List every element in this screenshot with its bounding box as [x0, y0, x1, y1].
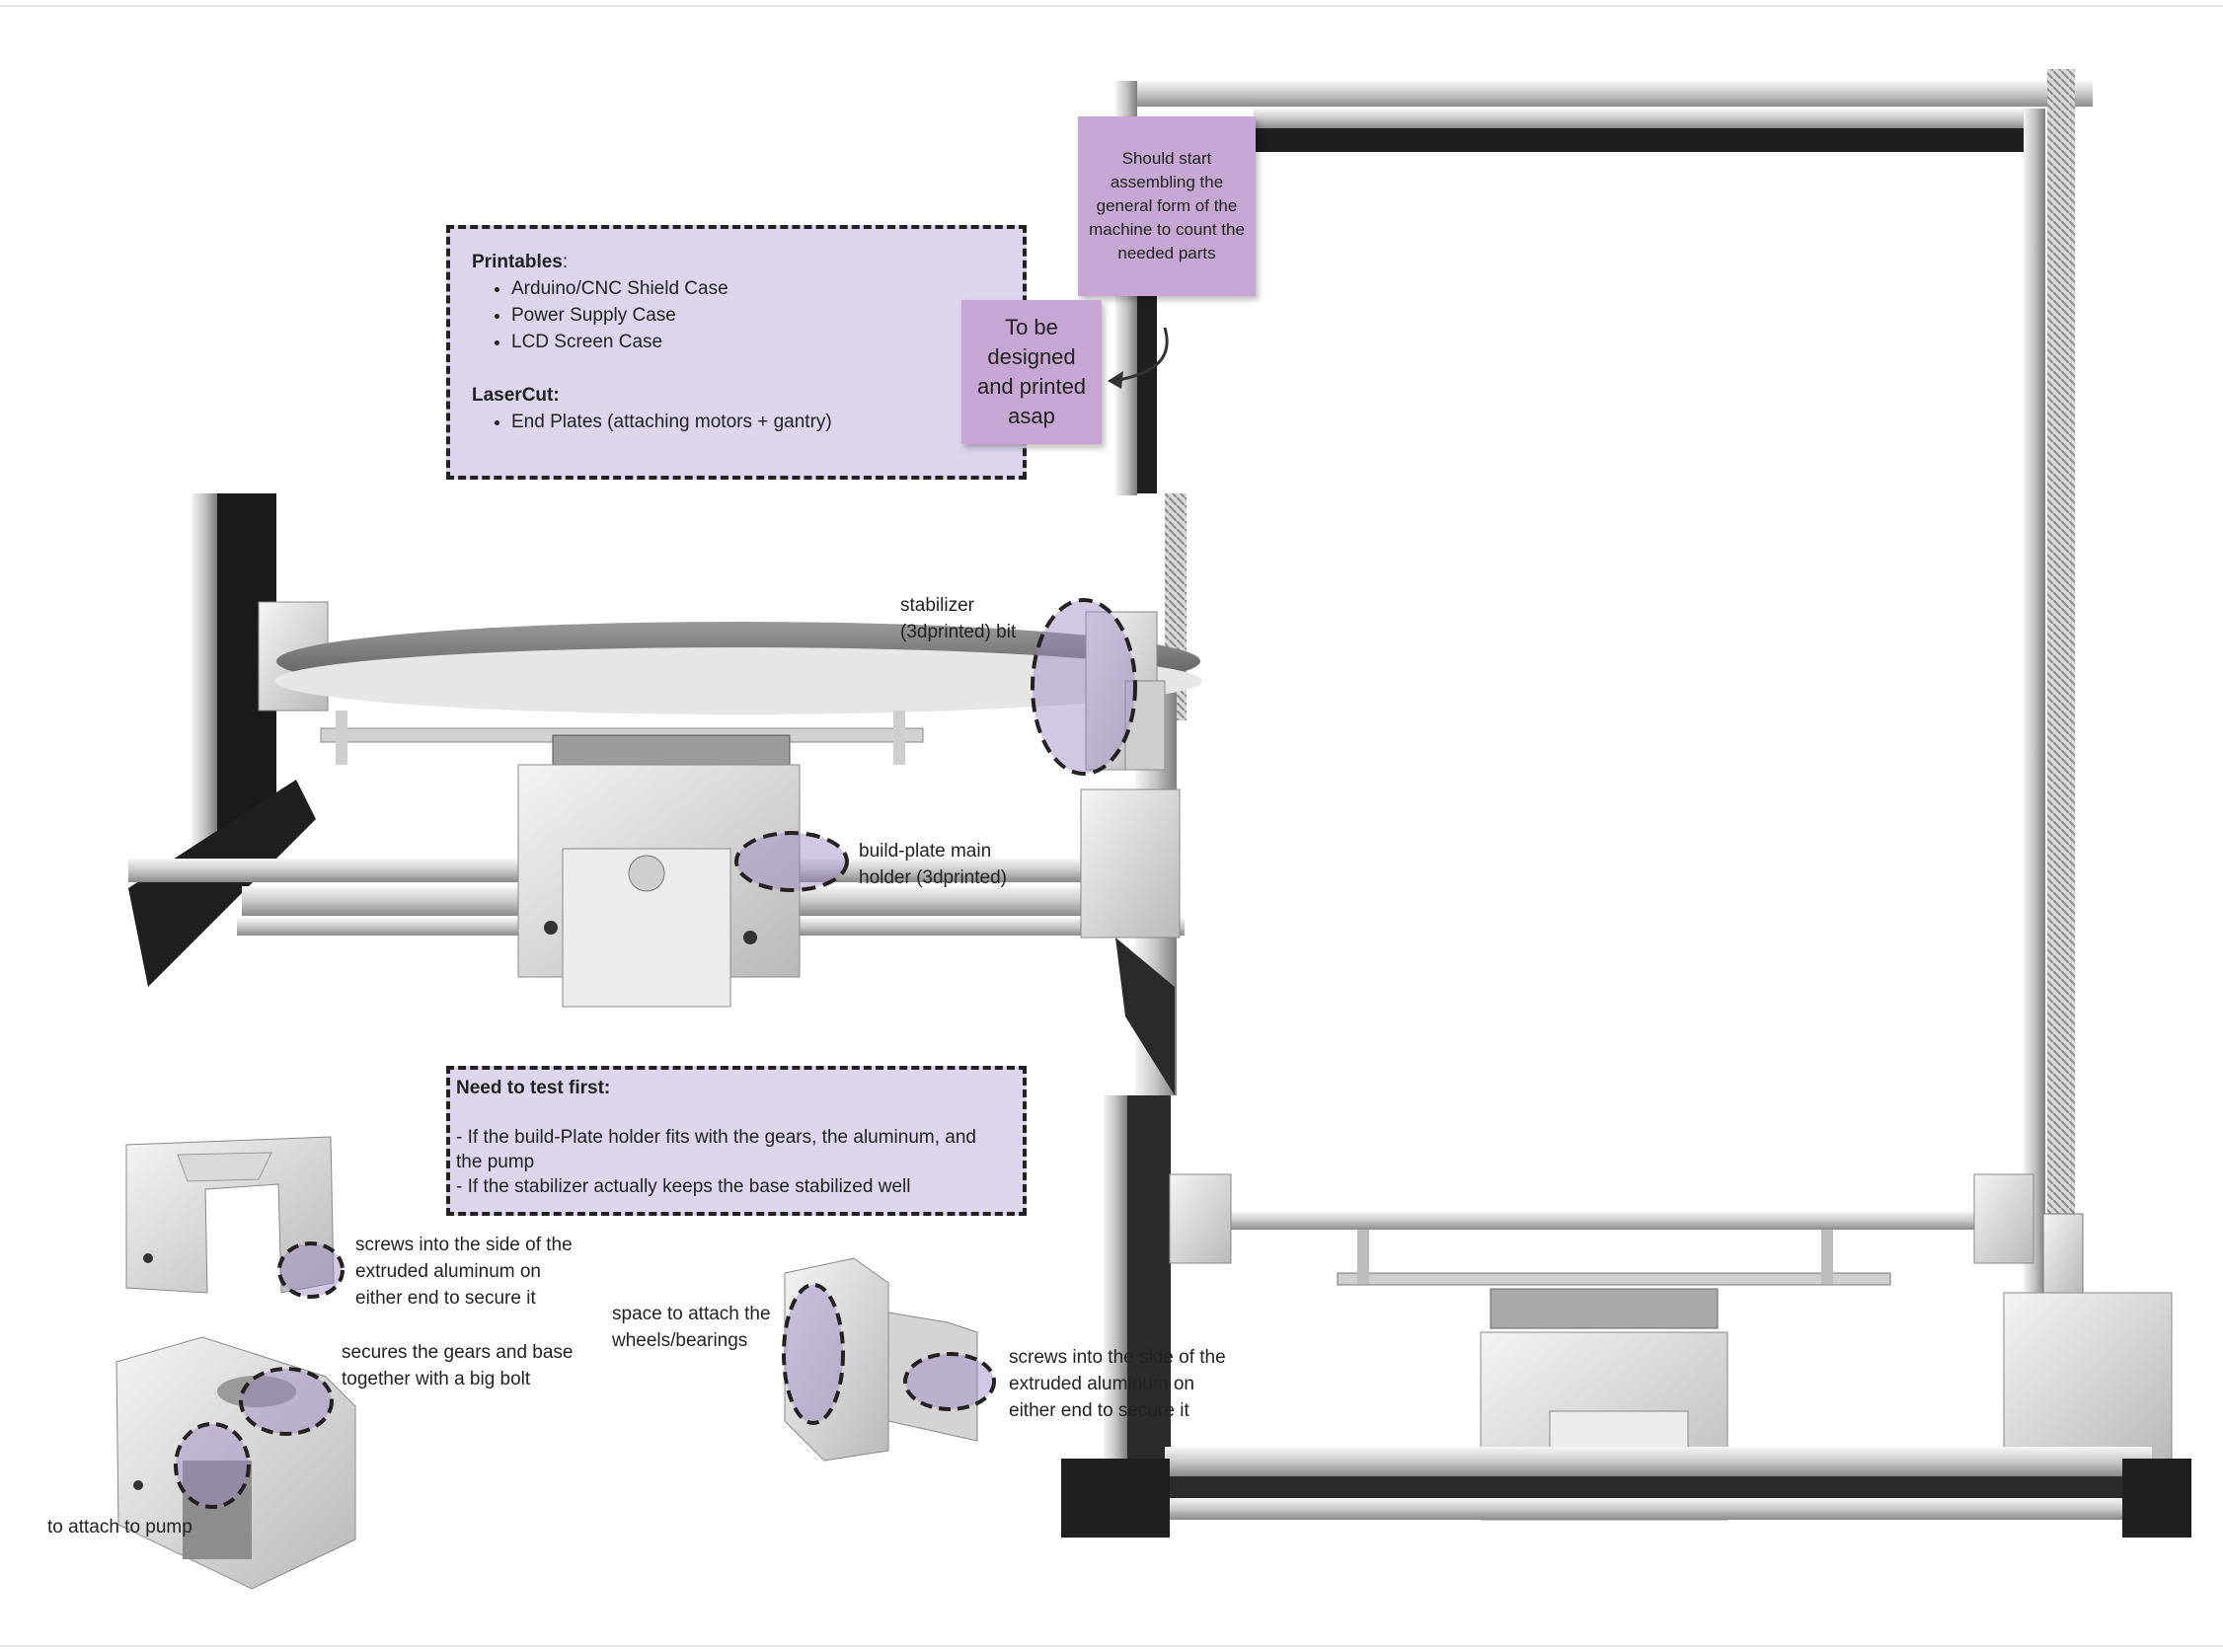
printables-note: Printables: Arduino/CNC Shield Case Powe… [446, 225, 1027, 480]
label-screws-side-1: screws into the side of the extruded alu… [355, 1232, 573, 1312]
label-secures-gears: secures the gears and base together with… [342, 1339, 574, 1392]
highlight-screw-hole-1 [277, 1241, 345, 1299]
highlight-pump [174, 1422, 251, 1509]
test-item-continued: the pump [456, 1152, 535, 1172]
label-buildplate-holder: build-plate main holder (3dprinted) [859, 838, 1007, 891]
test-first-note: Need to test first: - If the build-Plate… [446, 1066, 1027, 1216]
label-line: screws into the side of the [1009, 1347, 1226, 1368]
highlight-wheels [782, 1283, 845, 1425]
sticky-note-design[interactable]: To be designed and printed asap [961, 300, 1102, 444]
arrow-connector [1112, 327, 1169, 383]
rotary-platform-assembly [128, 493, 1202, 1095]
label-line: either end to secure it [1009, 1400, 1189, 1421]
label-line: space to attach the [612, 1304, 771, 1324]
list-item: Power Supply Case [511, 302, 1001, 329]
lasercut-heading: LaserCut: [472, 385, 560, 406]
label-line: wheels/bearings [612, 1330, 748, 1351]
lasercut-list: End Plates (attaching motors + gantry) [472, 409, 1001, 435]
gantry-frame [1061, 69, 2191, 1538]
sticky-text: To be designed and printed asap [976, 315, 1087, 428]
label-wheels-space: space to attach the wheels/bearings [612, 1301, 771, 1354]
highlight-buildplate [734, 831, 849, 892]
printables-list: Arduino/CNC Shield Case Power Supply Cas… [472, 275, 1001, 355]
label-line: either end to secure it [355, 1288, 536, 1309]
printables-heading: Printables [472, 252, 563, 272]
test-heading: Need to test first: [456, 1078, 611, 1098]
part-wheel-bracket [784, 1257, 978, 1462]
label-attach-pump: to attach to pump [47, 1514, 192, 1540]
label-line: together with a big bolt [342, 1369, 531, 1389]
label-line: holder (3dprinted) [859, 867, 1007, 888]
highlight-stabilizer [1031, 598, 1137, 776]
highlight-screw-hole-2 [903, 1352, 996, 1411]
list-item: LCD Screen Case [511, 329, 1001, 355]
label-line: extruded aluminum on [1009, 1374, 1194, 1394]
sticky-note-assemble[interactable]: Should start assembling the general form… [1078, 116, 1256, 296]
label-line: stabilizer [900, 595, 974, 616]
part-end-plate-bracket [125, 1136, 335, 1294]
list-item: End Plates (attaching motors + gantry) [511, 409, 1001, 435]
label-line: secures the gears and base [342, 1342, 574, 1363]
label-line: screws into the side of the [355, 1235, 573, 1255]
label-line: extruded aluminum on [355, 1261, 541, 1282]
highlight-bolt [239, 1367, 334, 1436]
test-item: - If the build-Plate holder fits with th… [456, 1127, 976, 1148]
label-line: (3dprinted) bit [900, 622, 1017, 642]
test-item: - If the stabilizer actually keeps the b… [456, 1176, 911, 1197]
part-gear-base-holder [115, 1336, 356, 1590]
label-line: build-plate main [859, 841, 992, 862]
sticky-text: Should start assembling the general form… [1089, 149, 1245, 263]
highlight-annotations [174, 598, 1137, 1509]
list-item: Arduino/CNC Shield Case [511, 275, 1001, 302]
label-line: to attach to pump [47, 1517, 192, 1538]
label-screws-side-2: screws into the side of the extruded alu… [1009, 1344, 1226, 1424]
label-stabilizer: stabilizer (3dprinted) bit [900, 592, 1016, 645]
